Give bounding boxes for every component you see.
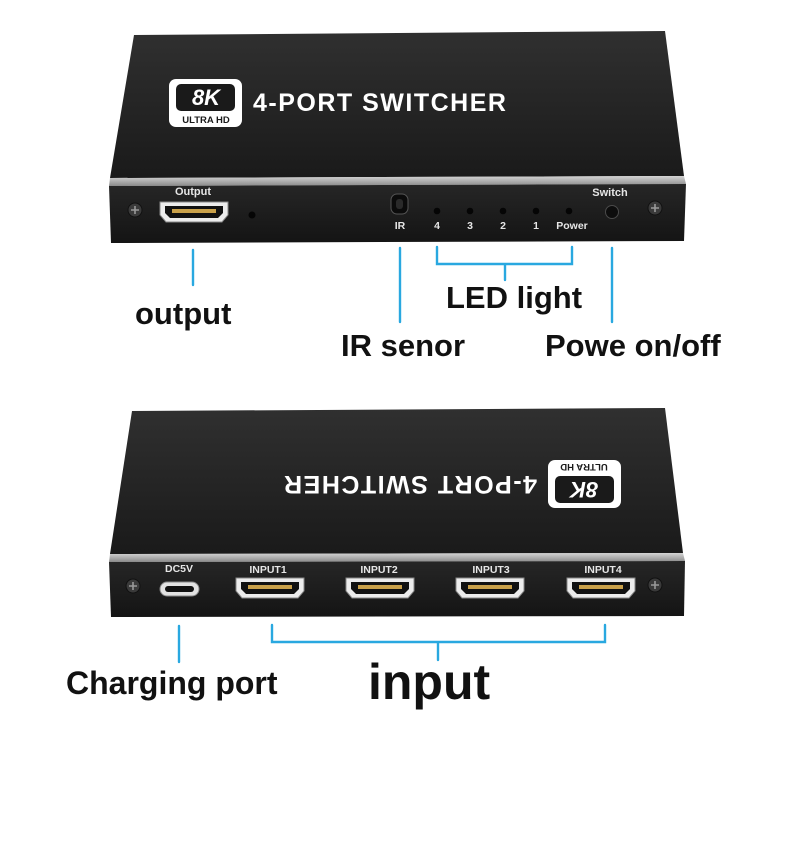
led-label-1: 1 <box>533 220 539 232</box>
bottom-switcher-device: 8K ULTRA HD 4-PORT SWITCHER DC5V INPUT1 … <box>109 408 685 617</box>
led-light-callout-label: LED light <box>446 280 583 315</box>
top-8k-badge: 8K ULTRA HD <box>169 79 242 127</box>
input-callout-label: input <box>368 654 491 710</box>
input4-hdmi-port-icon <box>566 577 636 599</box>
input-callout-bracket <box>270 623 607 662</box>
output-status-dot <box>248 211 256 219</box>
dc5v-label: DC5V <box>165 563 193 575</box>
input4-label: INPUT4 <box>584 564 622 576</box>
bottom-8k-badge: 8K ULTRA HD <box>548 460 621 508</box>
bottom-callout-lines <box>177 623 607 664</box>
bottom-badge-main: 8K <box>568 477 598 502</box>
input2-label: INPUT2 <box>360 564 398 576</box>
led-power-icon <box>565 207 573 215</box>
input1-hdmi-port-icon <box>235 577 305 599</box>
bottom-right-screw-icon <box>647 577 663 593</box>
ir-sensor-callout-label: IR senor <box>341 328 466 363</box>
usb-c-port-slot <box>165 586 194 592</box>
input1-label: INPUT1 <box>249 564 287 576</box>
led-4-icon <box>433 207 441 215</box>
charging-port-callout-label: Charging port <box>66 665 278 701</box>
top-badge-sub: ULTRA HD <box>182 115 230 126</box>
output-port-label: Output <box>175 186 211 198</box>
input3-label: INPUT3 <box>472 564 510 576</box>
led-2-icon <box>499 207 507 215</box>
led-1-icon <box>532 207 540 215</box>
power-switch-button <box>605 205 619 219</box>
top-device-title: 4-PORT SWITCHER <box>253 89 507 117</box>
led-callout-bracket <box>435 245 574 282</box>
power-switch-callout-label: Powe on/off <box>545 328 721 363</box>
led-indicator-row: 4 3 2 1 Power <box>433 207 588 232</box>
top-switcher-device: 8K ULTRA HD 4-PORT SWITCHER Output IR 4 … <box>109 31 686 243</box>
switch-label: Switch <box>592 187 628 199</box>
top-callout-lines <box>191 245 614 324</box>
led-3-icon <box>466 207 474 215</box>
bottom-device-bevel <box>109 553 685 562</box>
top-device-top-face <box>110 31 684 178</box>
top-device-bevel <box>109 176 686 186</box>
bottom-device-top-face <box>110 408 683 554</box>
led-label-2: 2 <box>500 220 506 232</box>
top-right-screw-icon <box>647 200 663 216</box>
bottom-mirrored-branding: 8K ULTRA HD 4-PORT SWITCHER <box>283 460 621 508</box>
output-callout-label: output <box>135 296 232 331</box>
top-left-screw-icon <box>127 202 143 218</box>
output-hdmi-port-icon <box>159 201 229 223</box>
input3-hdmi-port-icon <box>455 577 525 599</box>
bottom-left-screw-icon <box>125 578 141 594</box>
led-label-4: 4 <box>434 220 440 232</box>
input2-hdmi-port-icon <box>345 577 415 599</box>
ir-sensor-lens <box>396 199 403 209</box>
bottom-device-title: 4-PORT SWITCHER <box>283 470 537 498</box>
bottom-badge-sub: ULTRA HD <box>560 461 608 472</box>
top-badge-main: 8K <box>192 85 222 110</box>
led-label-power: Power <box>556 220 588 232</box>
led-label-3: 3 <box>467 220 473 232</box>
ir-label: IR <box>395 220 406 232</box>
